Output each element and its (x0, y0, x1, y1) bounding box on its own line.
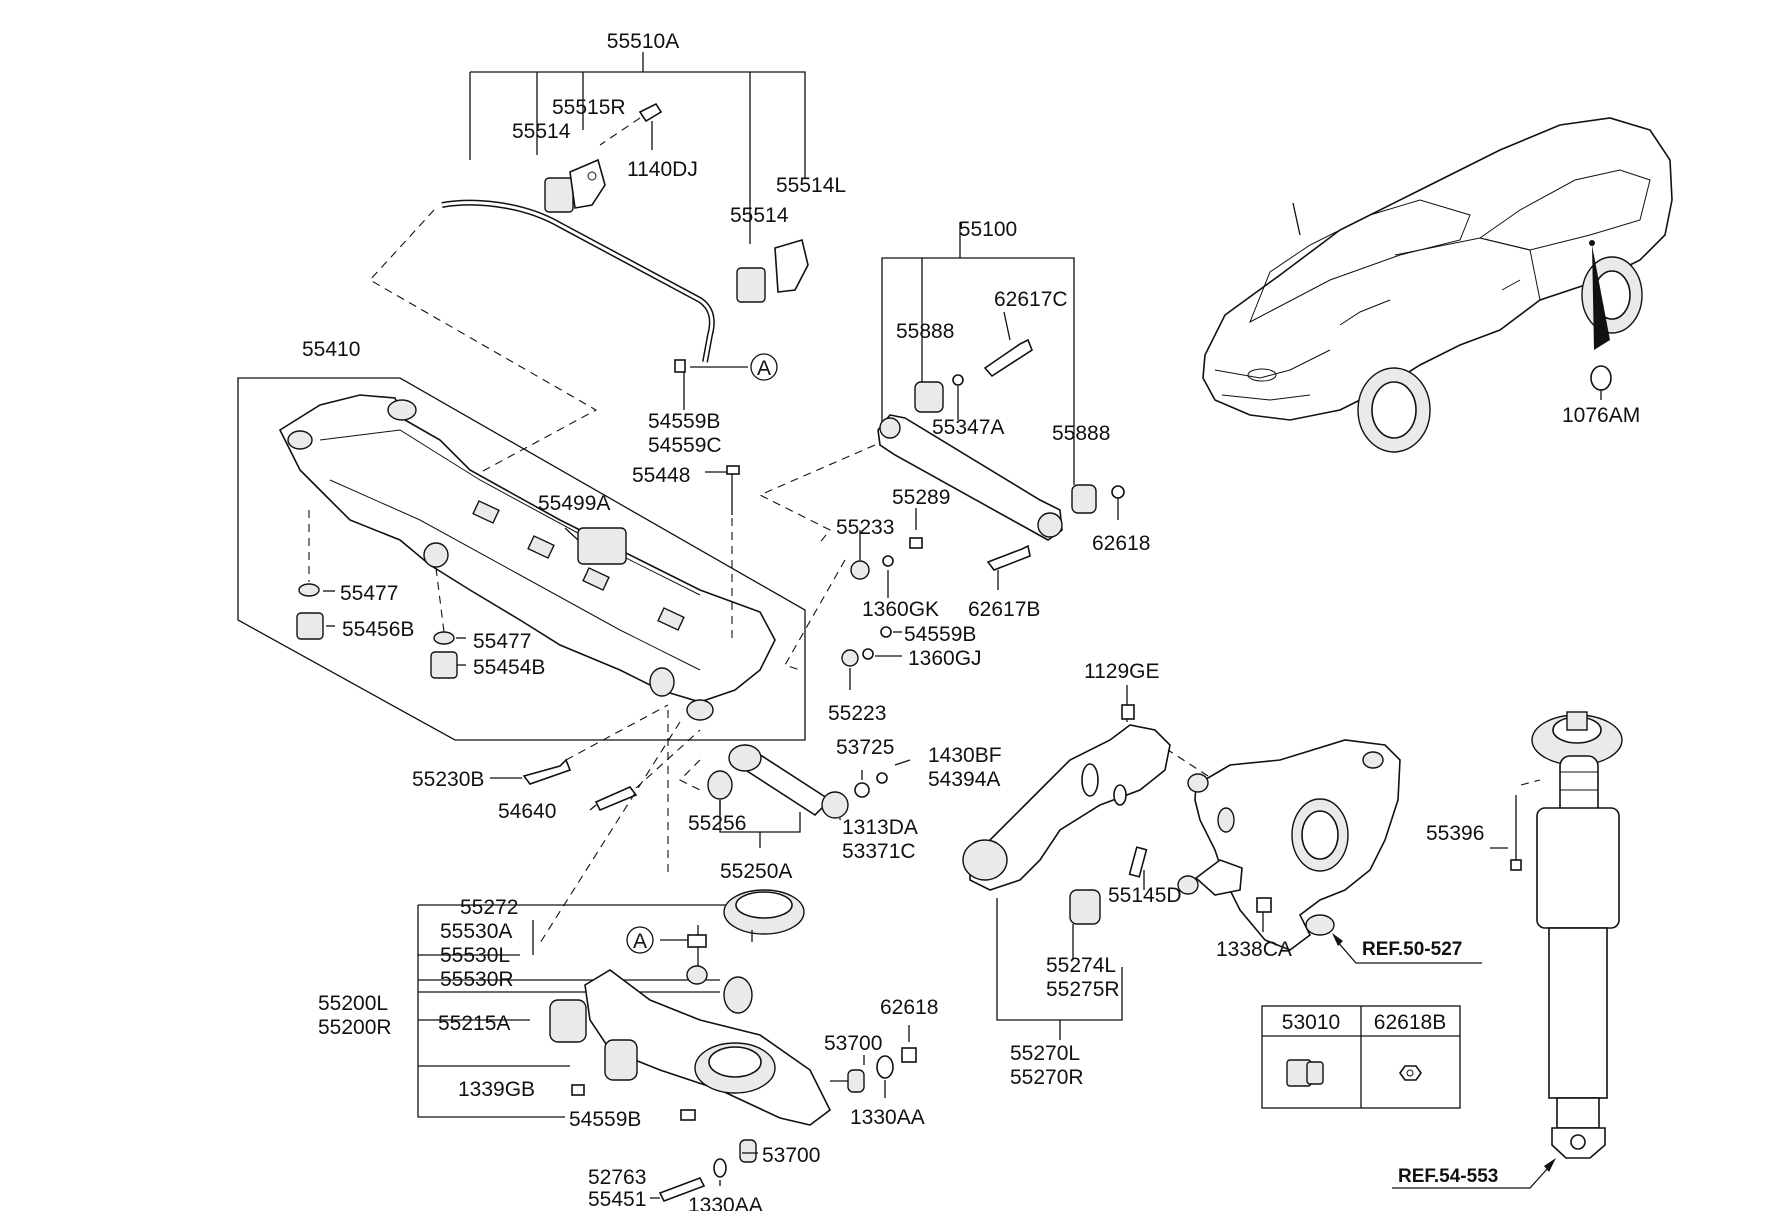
vehicle-illustration (1202, 117, 1673, 453)
label-55230B: 55230B (412, 768, 484, 791)
label-1129GE: 1129GE (1084, 660, 1160, 683)
label-1313DA: 1313DA (842, 816, 918, 839)
label-55510A: 55510A (607, 30, 679, 53)
label-55274L: 55274L (1046, 954, 1116, 977)
label-55477-b: 55477 (473, 630, 531, 653)
label-55100: 55100 (959, 218, 1017, 241)
ref-54-553: REF.54-553 (1398, 1166, 1498, 1187)
trailing-arm-knuckle-assembly (962, 685, 1482, 1040)
label-55396: 55396 (1426, 822, 1484, 845)
part-number-labels: 55510A 55515R 55514 1140DJ 55514L 55514 … (302, 30, 1640, 1211)
label-55289: 55289 (892, 486, 950, 509)
label-55515R: 55515R (552, 96, 626, 119)
label-54559B-low: 54559B (569, 1108, 641, 1131)
label-55888-b: 55888 (1052, 422, 1110, 445)
label-53700: 53700 (824, 1032, 882, 1055)
crossmember-assembly (237, 377, 806, 812)
label-55200R: 55200R (318, 1016, 392, 1039)
label-55514L: 55514L (776, 174, 846, 197)
label-55514: 55514 (512, 120, 571, 143)
label-55514-b: 55514 (730, 204, 789, 227)
callout-a-top: A (750, 353, 778, 381)
label-53371C: 53371C (842, 840, 916, 863)
label-55347A: 55347A (932, 416, 1004, 439)
label-62618: 62618 (1092, 532, 1150, 555)
label-55270L: 55270L (1010, 1042, 1080, 1065)
label-1140DJ: 1140DJ (627, 158, 698, 181)
label-62618-b: 62618 (880, 996, 938, 1019)
label-1360GK: 1360GK (862, 598, 939, 621)
label-55200L: 55200L (318, 992, 388, 1015)
label-55410: 55410 (302, 338, 360, 361)
label-53700-b: 53700 (762, 1144, 820, 1167)
label-1330AA-b: 1330AA (688, 1194, 763, 1211)
label-55451: 55451 (588, 1188, 646, 1211)
label-55272: 55272 (460, 896, 518, 919)
label-55250A: 55250A (720, 860, 792, 883)
label-1076AM: 1076AM (1562, 404, 1640, 427)
label-54559C: 54559C (648, 434, 722, 457)
toe-link-assembly (679, 743, 911, 848)
label-55223: 55223 (828, 702, 886, 725)
label-55530L: 55530L (440, 944, 510, 967)
callout-a-bottom-label: A (633, 930, 647, 953)
table-header-53010: 53010 (1282, 1011, 1340, 1034)
label-54559B-top: 54559B (648, 410, 720, 433)
label-1360GJ: 1360GJ (908, 647, 982, 670)
label-1339GB: 1339GB (458, 1078, 535, 1101)
label-55275R: 55275R (1046, 978, 1120, 1001)
label-55256: 55256 (688, 812, 746, 835)
label-54640: 54640 (498, 800, 556, 823)
upper-arm-assembly (758, 222, 1125, 690)
label-55530A: 55530A (440, 920, 512, 943)
label-62617C: 62617C (994, 288, 1068, 311)
label-53725: 53725 (836, 736, 894, 759)
shock-absorber-assembly (1392, 711, 1623, 1189)
label-1430BF: 1430BF (928, 744, 1002, 767)
label-62617B: 62617B (968, 598, 1040, 621)
label-55456B: 55456B (342, 618, 414, 641)
label-54559B-mid: 54559B (904, 623, 976, 646)
stabilizer-bar-assembly (369, 52, 809, 479)
label-54394A: 54394A (928, 768, 1000, 791)
label-1338CA: 1338CA (1216, 938, 1292, 961)
label-55454B: 55454B (473, 656, 545, 679)
label-55270R: 55270R (1010, 1066, 1084, 1089)
label-55145D: 55145D (1108, 884, 1182, 907)
ref-50-527: REF.50-527 (1362, 939, 1462, 960)
label-55530R: 55530R (440, 968, 514, 991)
label-52763: 52763 (588, 1166, 646, 1189)
label-55477: 55477 (340, 582, 398, 605)
label-55499A: 55499A (538, 492, 610, 515)
callout-a-top-label: A (757, 357, 771, 380)
parts-table (1261, 1005, 1461, 1109)
lower-arm-assembly (417, 710, 917, 1203)
label-55215A: 55215A (438, 1012, 510, 1035)
table-header-62618B: 62618B (1374, 1011, 1446, 1034)
callout-a-bottom: A (626, 926, 654, 954)
label-55233: 55233 (836, 516, 894, 539)
label-1330AA: 1330AA (850, 1106, 925, 1129)
label-55888: 55888 (896, 320, 954, 343)
label-55448: 55448 (632, 464, 690, 487)
